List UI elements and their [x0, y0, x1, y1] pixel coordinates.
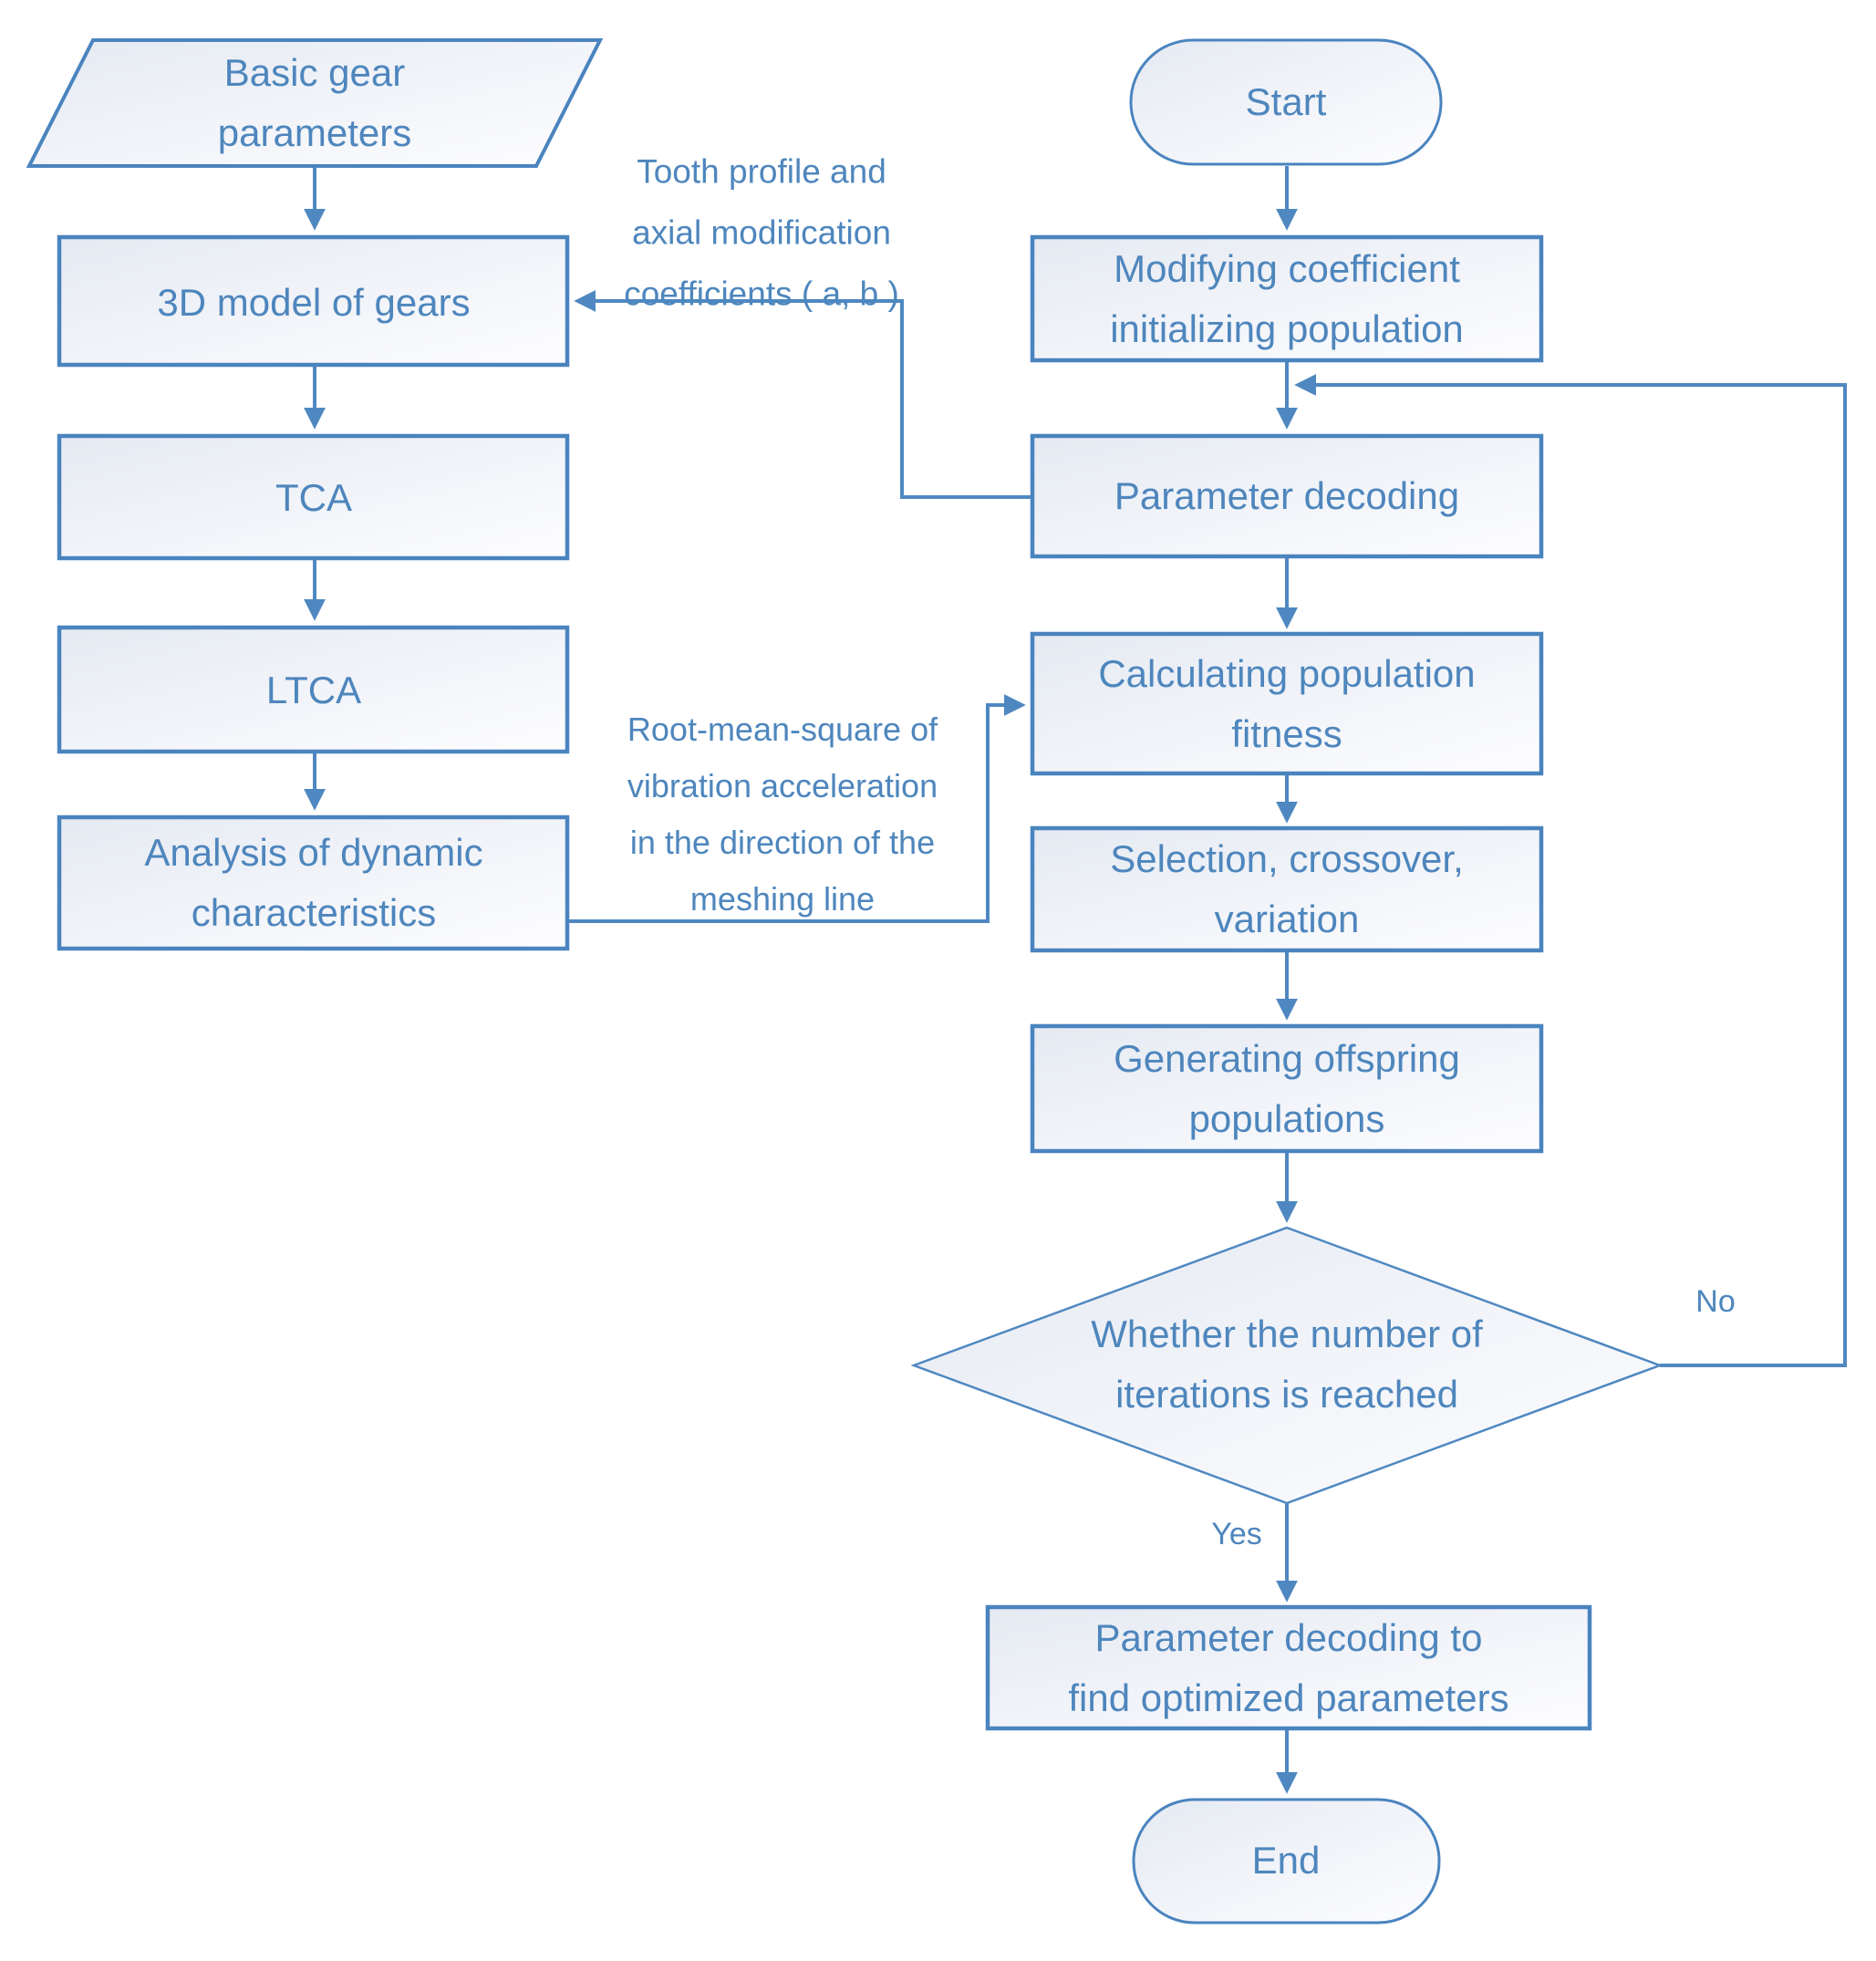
label-line: coefficients ( a, b ) [624, 275, 899, 313]
edge-decision-no-feedback [1294, 374, 1847, 1367]
node-basic-gear-label: Basic gear parameters [218, 43, 411, 163]
edge-label-tooth-profile: Tooth profile and axial modification coe… [624, 141, 899, 325]
node-iteration-check-label: Whether the number of iterations is reac… [1091, 1304, 1483, 1425]
label-line: in the direction of the [629, 824, 936, 861]
label-line: Parameter decoding to [1094, 1616, 1483, 1659]
label-line: Root-mean-square of [627, 711, 938, 748]
node-dynamic-analysis-shape [57, 814, 570, 951]
node-parameter-decoding-label: Parameter decoding [1114, 466, 1459, 526]
label-line: Calculating population [1098, 652, 1476, 695]
label-line: Generating offspring [1114, 1037, 1460, 1080]
label-line: LTCA [265, 669, 362, 711]
node-final-decoding-shape [985, 1604, 1592, 1731]
node-fitness-label: Calculating population fitness [1098, 644, 1475, 764]
node-iteration-check-shape [910, 1226, 1664, 1505]
node-end-label: End [1252, 1831, 1321, 1891]
label-line: initializing population [1110, 307, 1464, 350]
label-line: parameters [217, 111, 412, 154]
node-selection-label: Selection, crossover, variation [1110, 829, 1464, 949]
node-tca-shape [57, 433, 570, 561]
label-line: Modifying coefficient [1114, 247, 1460, 290]
label-line: find optimized parameters [1068, 1676, 1509, 1719]
label-line: Tooth profile and [637, 152, 886, 191]
node-fitness-shape [1030, 631, 1544, 776]
edge-label-no: No [1695, 1284, 1736, 1319]
node-offspring-label: Generating offspring populations [1114, 1029, 1460, 1149]
label-line: variation [1214, 897, 1360, 940]
label-line: vibration acceleration [627, 767, 938, 804]
label-line: iterations is reached [1115, 1373, 1458, 1416]
node-tca-label: TCA [275, 468, 352, 528]
label-line: axial modification [632, 213, 891, 252]
node-3d-model-shape [57, 234, 570, 368]
node-final-decoding-label: Parameter decoding to find optimized par… [1068, 1608, 1508, 1728]
node-dynamic-analysis-label: Analysis of dynamic characteristics [144, 823, 482, 943]
label-line: Basic gear [223, 51, 406, 94]
label-line: populations [1188, 1097, 1385, 1140]
edge-analysis-to-fitness [567, 694, 1026, 923]
label-line: Selection, crossover, [1110, 837, 1464, 880]
node-init-population-label: Modifying coefficient initializing popul… [1110, 239, 1464, 359]
node-end-shape [1132, 1798, 1441, 1925]
node-init-population-shape [1030, 234, 1544, 363]
node-3d-model-label: 3D model of gears [157, 273, 470, 333]
edge-decoding-to-3dmodel [574, 290, 1032, 499]
label-line: 3D model of gears [157, 281, 471, 324]
node-parameter-decoding-shape [1030, 433, 1544, 559]
label-line: characteristics [191, 891, 437, 934]
node-start-shape [1129, 38, 1443, 166]
label-line: meshing line [689, 880, 876, 918]
label-line: TCA [275, 476, 352, 519]
label-line: Whether the number of [1091, 1313, 1483, 1355]
label-line: fitness [1231, 712, 1342, 755]
node-ltca-label: LTCA [266, 660, 361, 721]
label-line: Start [1245, 80, 1327, 123]
node-ltca-shape [57, 625, 570, 754]
node-selection-shape [1030, 825, 1544, 953]
node-basic-gear-shape [26, 38, 604, 168]
label-line: Parameter decoding [1114, 474, 1460, 517]
label-line: End [1251, 1839, 1321, 1882]
label-line: Analysis of dynamic [144, 831, 483, 874]
edge-label-rms: Root-mean-square of vibration accelerati… [627, 701, 938, 928]
node-offspring-shape [1030, 1023, 1544, 1154]
node-start-label: Start [1246, 72, 1327, 132]
edge-label-yes: Yes [1211, 1517, 1262, 1551]
